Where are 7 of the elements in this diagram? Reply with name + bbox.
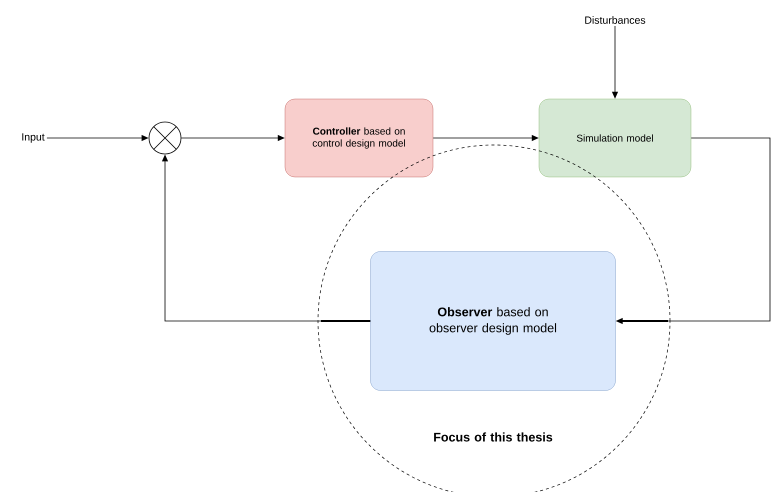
process-box: Controller based on control design model [284, 98, 434, 178]
process-box: Observer based on observer design model [370, 251, 616, 391]
focus-label: Focus of this thesis [434, 432, 552, 442]
text-label: Input [22, 133, 45, 143]
text-label: Disturbances [585, 16, 646, 24]
summing-junction [148, 122, 182, 154]
process-box: Simulation model [538, 98, 692, 178]
